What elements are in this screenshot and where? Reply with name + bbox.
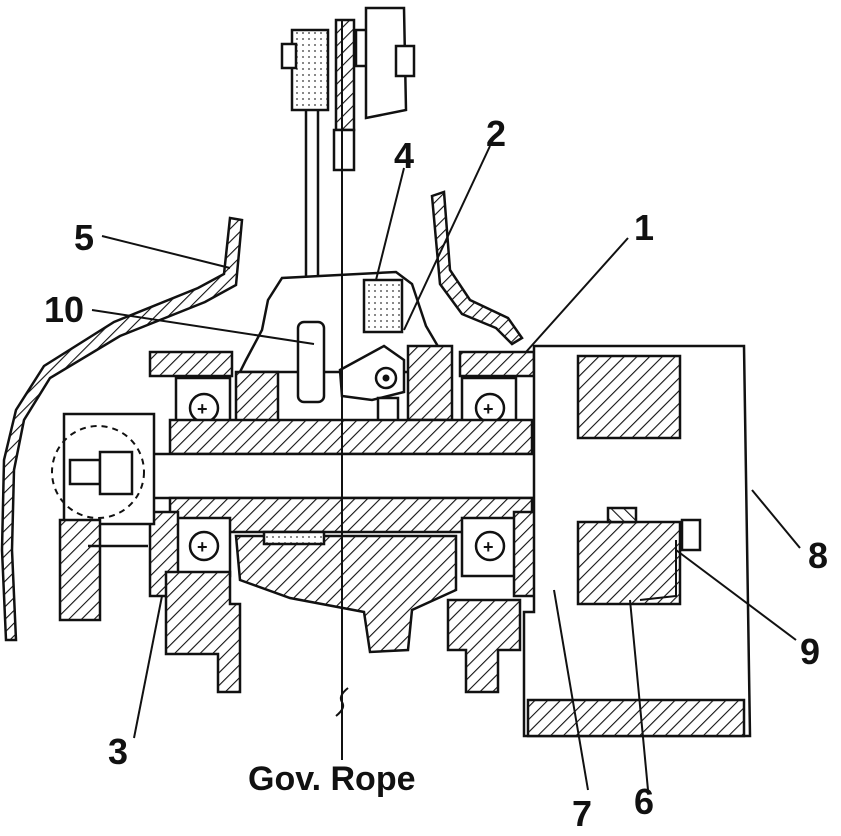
callout-3: 3 xyxy=(108,731,128,772)
callout-8: 8 xyxy=(808,535,828,576)
callout-1: 1 xyxy=(634,207,654,248)
base-feet xyxy=(164,570,522,694)
callout-7: 7 xyxy=(572,793,592,834)
overspeed-switch xyxy=(51,412,156,622)
svg-text:+: + xyxy=(197,399,208,419)
flyweight-linkage xyxy=(296,278,407,495)
left-cover-plate xyxy=(0,216,244,642)
callout-4: 4 xyxy=(394,135,414,176)
callout-6: 6 xyxy=(634,781,654,822)
sheave-hub xyxy=(234,530,458,654)
governor-rope xyxy=(335,20,349,760)
callout-2: 2 xyxy=(486,113,506,154)
svg-text:+: + xyxy=(483,399,494,419)
rope-guide-rods xyxy=(280,6,416,330)
gov-rope-caption: Gov. Rope xyxy=(248,760,416,798)
callout-5: 5 xyxy=(74,217,94,258)
callout-9: 9 xyxy=(800,631,820,672)
svg-text:+: + xyxy=(483,537,494,557)
right-cover-plate xyxy=(430,190,524,346)
callout-10: 10 xyxy=(44,289,84,330)
svg-text:+: + xyxy=(197,537,208,557)
leader-lines xyxy=(91,145,801,791)
lower-right-bearing: + xyxy=(460,510,538,598)
brake-housing xyxy=(522,344,752,738)
